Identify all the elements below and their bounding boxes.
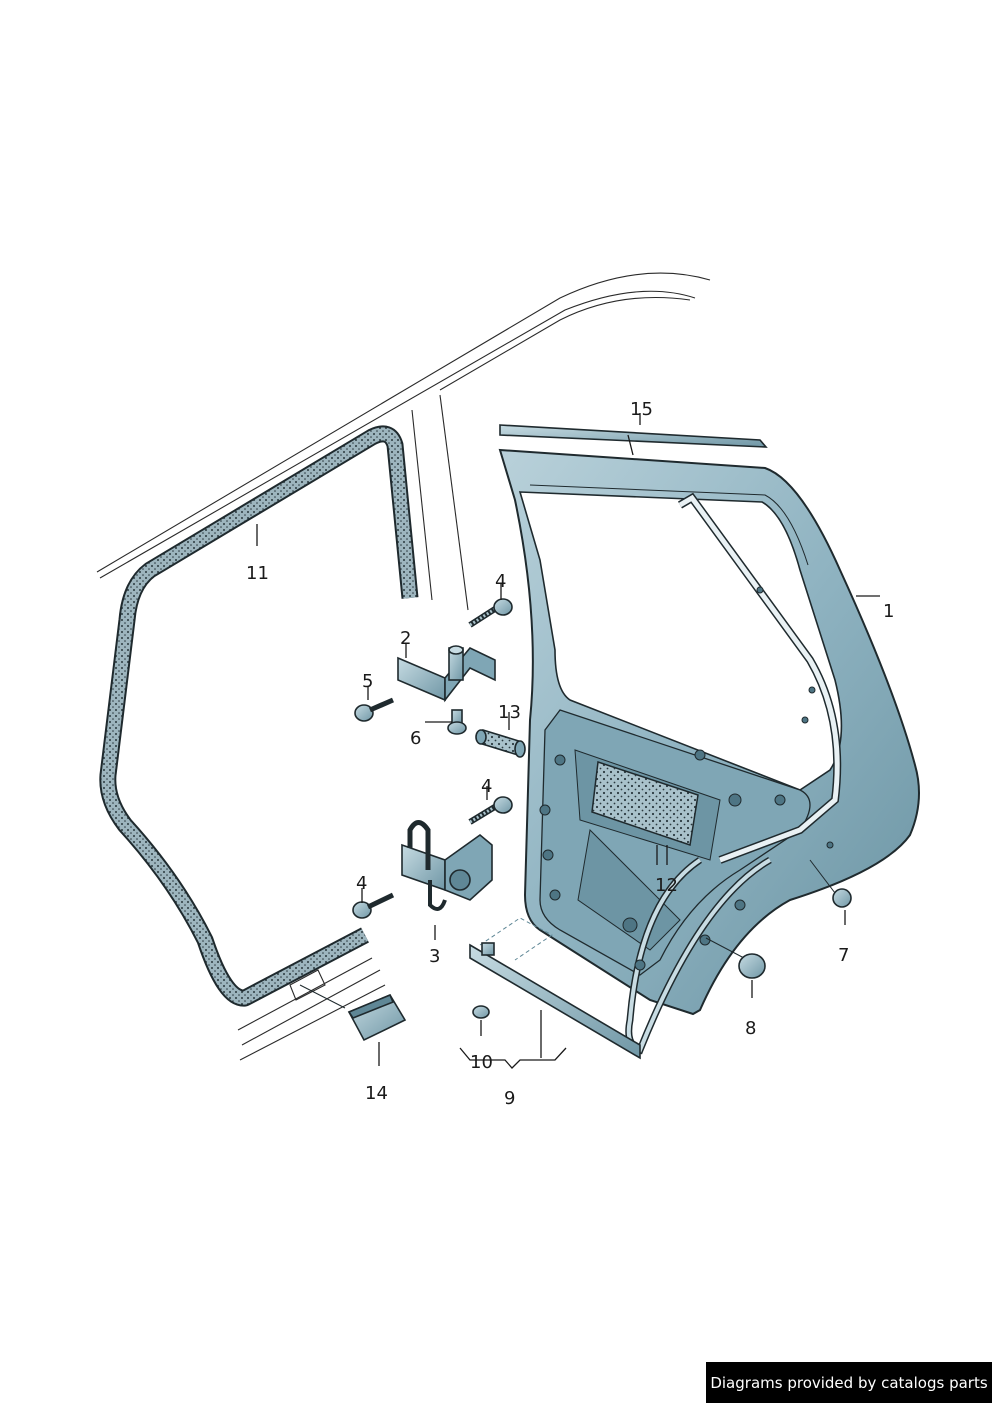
lower-hinge: [401, 820, 493, 911]
callout-1: 1: [883, 601, 894, 622]
callout-11: 11: [246, 563, 269, 584]
credit-banner: Diagrams provided by catalogs parts: [706, 1362, 992, 1403]
callout-10: 10: [470, 1052, 493, 1073]
callout-4-upper: 4: [495, 571, 506, 592]
window-channel-strip: [499, 424, 768, 448]
callout-9: 9: [504, 1088, 515, 1109]
plug-8: [705, 937, 766, 979]
door-bumper: [299, 984, 407, 1042]
callout-8: 8: [745, 1018, 756, 1039]
callout-4-lower: 4: [356, 873, 367, 894]
nut-6: [447, 709, 467, 735]
credit-text: Diagrams provided by catalogs parts: [710, 1373, 988, 1392]
upper-hinge: [397, 645, 496, 703]
callout-3: 3: [429, 946, 440, 967]
callout-15: 15: [630, 399, 653, 420]
nut-10: [472, 1005, 490, 1019]
cable-grommet: [475, 729, 526, 758]
door-opening-seal: [99, 425, 419, 1007]
callout-5: 5: [362, 671, 373, 692]
callout-12: 12: [655, 875, 678, 896]
leader-lines: [256, 413, 880, 1069]
callout-7: 7: [838, 945, 849, 966]
bolt-lower: [352, 892, 395, 919]
rear-door-panel: [498, 448, 920, 1055]
callout-4-middle: 4: [481, 776, 492, 797]
bolt-middle: [468, 796, 513, 825]
bolt-upper: [468, 598, 513, 628]
callout-14: 14: [365, 1083, 388, 1104]
plug-7: [809, 859, 852, 908]
callout-2: 2: [400, 628, 411, 649]
callout-6: 6: [410, 728, 421, 749]
car-body-outline: [96, 272, 711, 1061]
bolt-5: [354, 697, 394, 722]
lower-seal-strip: [469, 917, 641, 1060]
door-sound-pad: [591, 761, 699, 846]
callout-13: 13: [498, 702, 521, 723]
